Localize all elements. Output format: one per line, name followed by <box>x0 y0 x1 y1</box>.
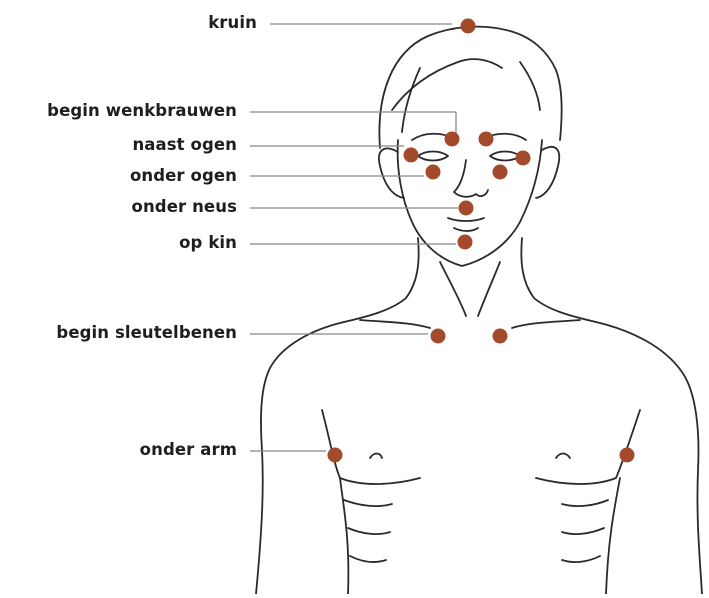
chest-left <box>322 410 420 484</box>
torso-left <box>340 478 348 594</box>
right-ear <box>536 147 559 198</box>
collarbone-right <box>512 320 580 328</box>
right-eye <box>490 152 520 161</box>
point-onder-arm-right <box>620 448 635 463</box>
label-onder-arm: onder arm <box>140 442 237 459</box>
point-naast-oog-right <box>516 151 531 166</box>
point-sleutelbeen-left <box>431 329 446 344</box>
ribs-left <box>344 500 392 562</box>
left-eye <box>418 152 448 161</box>
hair-strand-2 <box>520 62 540 110</box>
lower-lip <box>454 228 478 231</box>
point-onder-neus <box>459 201 474 216</box>
point-kruin <box>461 19 476 34</box>
point-onder-oog-right <box>493 165 508 180</box>
left-nipple <box>370 454 382 459</box>
label-kruin: kruin <box>208 15 257 32</box>
mouth <box>448 218 484 221</box>
point-begin-wenkbrauw-left <box>445 132 460 147</box>
collarbone-left <box>360 320 430 328</box>
label-begin-wenkbrauwen: begin wenkbrauwen <box>47 103 237 120</box>
torso-right <box>606 478 620 594</box>
label-onder-neus: onder neus <box>132 199 237 216</box>
point-begin-wenkbrauw-right <box>479 132 494 147</box>
left-ear <box>379 148 404 198</box>
chest-right <box>536 410 640 484</box>
neck-tendon-right <box>478 262 500 316</box>
point-onder-arm-left <box>328 448 343 463</box>
point-onder-oog-left <box>426 165 441 180</box>
label-begin-sleutelbenen: begin sleutelbenen <box>56 325 237 342</box>
hair-strand <box>392 59 502 110</box>
label-naast-ogen: naast ogen <box>132 137 237 154</box>
label-onder-ogen: onder ogen <box>130 168 237 185</box>
neck-tendon-left <box>440 262 466 316</box>
neck-left <box>344 238 419 322</box>
nose <box>454 160 488 197</box>
point-naast-oog-left <box>404 148 419 163</box>
ribs-right <box>562 500 608 562</box>
neck-right <box>521 238 596 322</box>
hair-strand-3 <box>402 68 420 132</box>
point-sleutelbeen-right <box>493 329 508 344</box>
right-nipple <box>556 454 570 459</box>
label-op-kin: op kin <box>179 235 237 252</box>
right-shoulder <box>596 322 702 594</box>
point-op-kin <box>458 235 473 250</box>
